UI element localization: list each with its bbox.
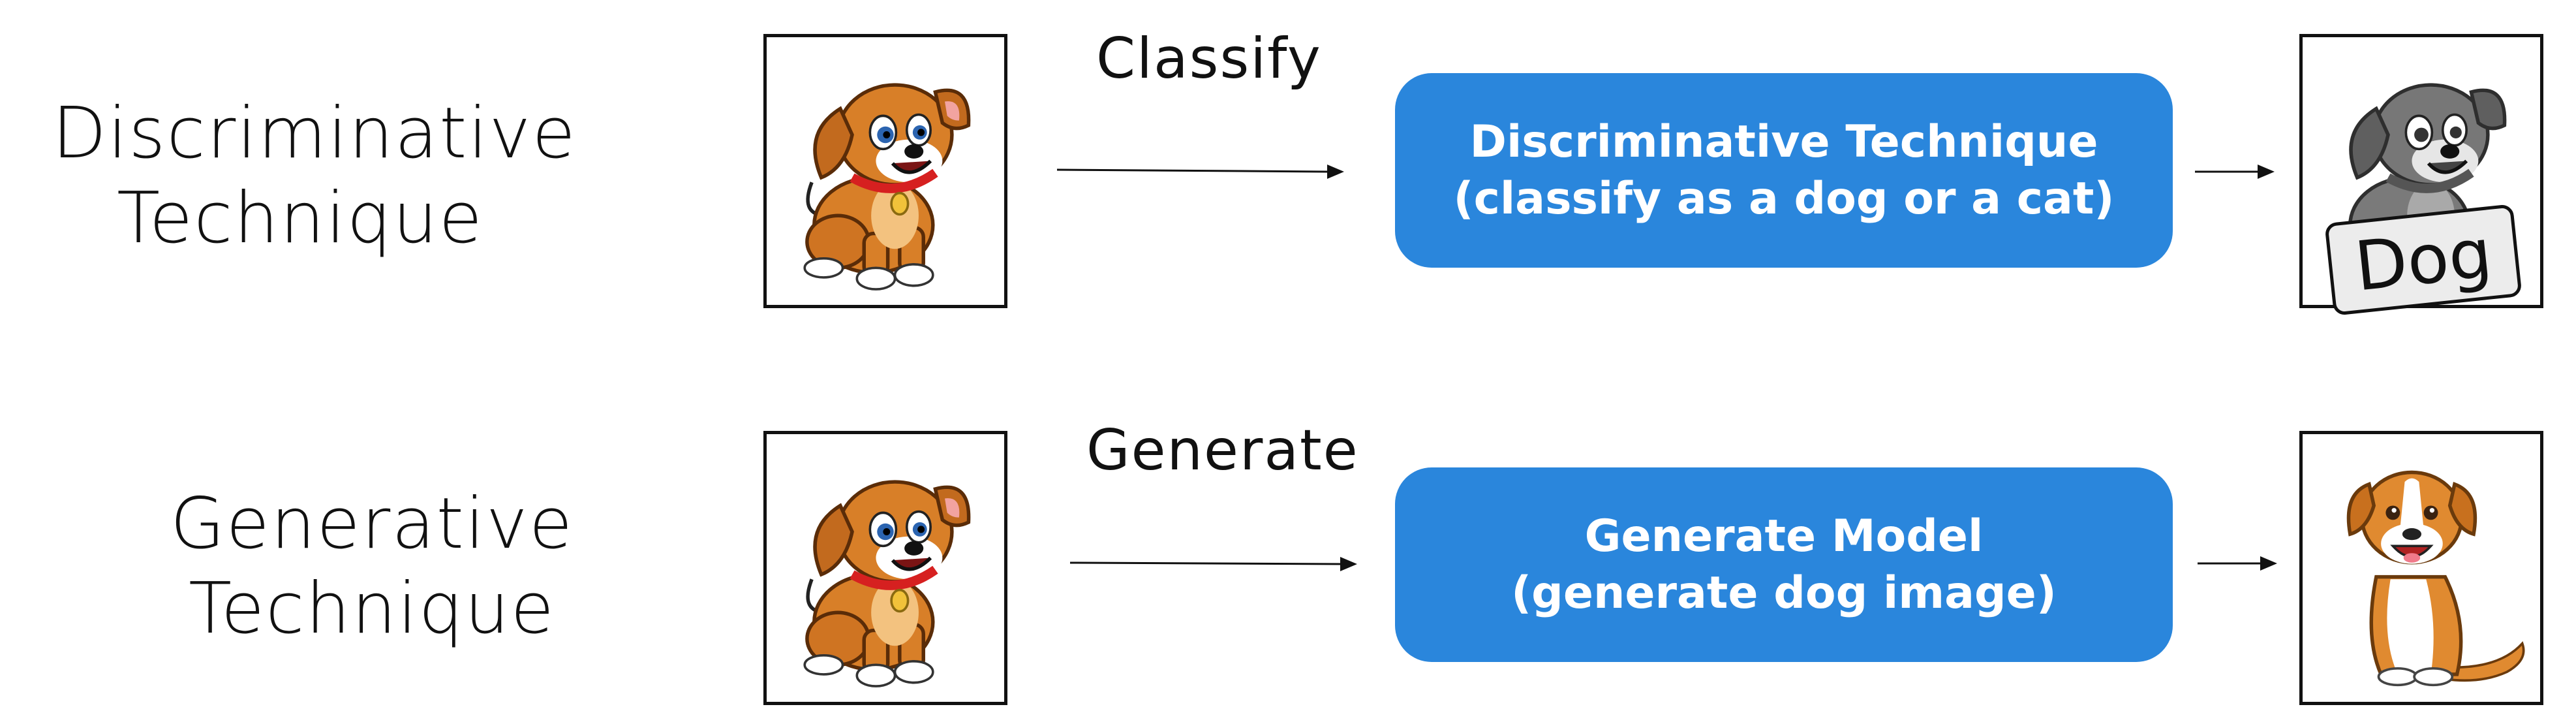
generative-title-line1: Generative (170, 483, 574, 565)
dog-tag-label: Dog (2351, 213, 2496, 307)
discriminative-output-frame: Dog (2299, 34, 2543, 316)
generate-label: Generate (1086, 418, 1359, 483)
generative-model-subtitle: (generate dog image) (1511, 567, 2057, 619)
dog-tag: Dog (2324, 204, 2522, 316)
generative-title: Generative Technique (124, 482, 620, 651)
generative-output-arrow (2198, 556, 2277, 571)
discriminative-model-subtitle: (classify as a dog or a cat) (1453, 173, 2115, 225)
discriminative-input-arrow (1056, 165, 1344, 179)
puppy-icon (803, 83, 971, 291)
discriminative-title-line2: Technique (117, 177, 483, 259)
generative-model-title: Generate Model (1584, 510, 1984, 562)
discriminative-title-line1: Discriminative (52, 93, 577, 174)
classify-label: Classify (1096, 26, 1322, 91)
generative-title-line2: Technique (189, 567, 555, 650)
discriminative-output-arrow (2195, 165, 2275, 179)
generative-model-box: Generate Model (generate dog image) (1395, 467, 2173, 662)
discriminative-title: Discriminative Technique (52, 91, 577, 260)
discriminative-model-title: Discriminative Technique (1469, 116, 2098, 168)
generative-input-frame (763, 431, 1007, 705)
discriminative-input-frame (763, 34, 1007, 308)
generative-output-frame (2299, 431, 2543, 705)
generated-dog-icon (2346, 470, 2525, 687)
puppy-icon (803, 480, 971, 687)
discriminative-model-box: Discriminative Technique (classify as a … (1395, 73, 2173, 268)
generative-input-arrow (1069, 557, 1357, 571)
